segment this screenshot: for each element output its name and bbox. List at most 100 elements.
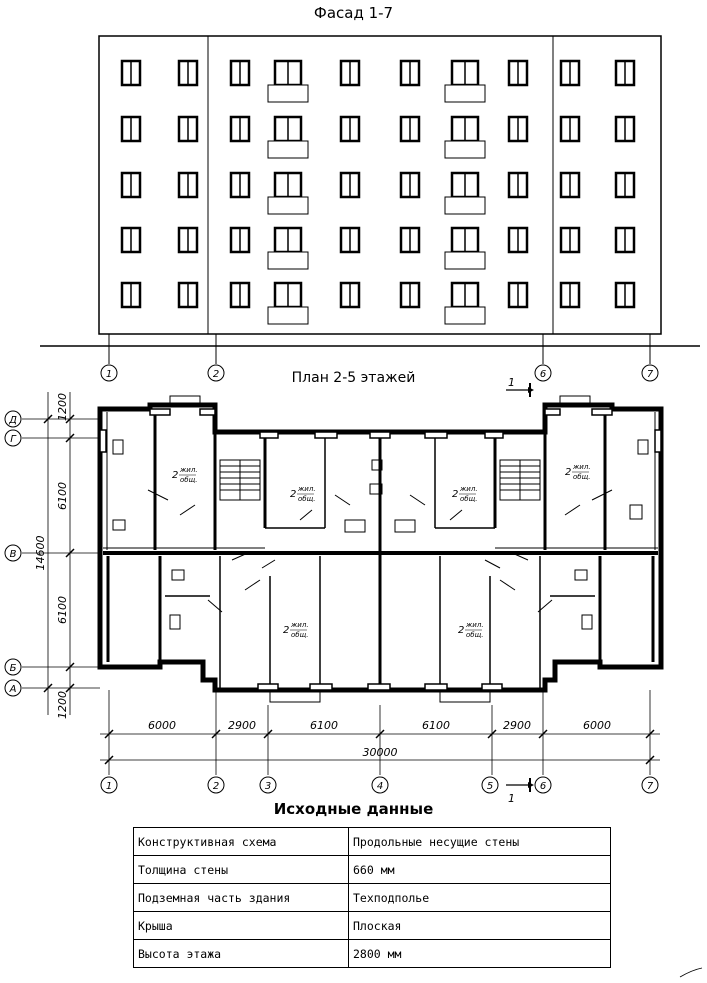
dim-label: 2900 — [228, 719, 256, 732]
axis-label: В — [10, 549, 17, 560]
axis-marker — [4, 679, 22, 697]
facade-axes — [100, 334, 659, 382]
axis-marker — [641, 776, 659, 794]
dim-label: 6100 — [56, 482, 69, 510]
axis-marker — [4, 429, 22, 447]
dim-label-total: 30000 — [363, 746, 398, 759]
stairs-right — [499, 459, 541, 501]
table-cell-value: 2800 мм — [348, 939, 611, 968]
room-label: 2 жил. общ. — [458, 621, 484, 639]
balcony — [267, 306, 309, 325]
axis-label: 7 — [647, 781, 654, 792]
dim-label: 2900 — [503, 719, 531, 732]
table-row: Толщина стены 660 мм — [133, 855, 611, 884]
table-cell-param: Высота этажа — [133, 939, 349, 968]
table-row: Высота этажа 2800 мм — [133, 939, 611, 968]
source-data-table: Конструктивная схема Продольные несущие … — [133, 827, 611, 968]
axis-marker — [207, 776, 225, 794]
svg-text:жил.: жил. — [297, 485, 316, 493]
balcony — [444, 140, 486, 159]
dim-label: 1200 — [56, 393, 69, 421]
balcony — [444, 84, 486, 103]
room-label: 2 жил. общ. — [283, 621, 309, 639]
svg-text:2: 2 — [565, 467, 571, 478]
balcony — [267, 140, 309, 159]
room-label: 2 жил. общ. — [172, 466, 198, 484]
svg-text:жил.: жил. — [459, 485, 478, 493]
plan-windows — [99, 408, 662, 691]
axis-marker — [207, 364, 225, 382]
dim-label: 6100 — [422, 719, 450, 732]
svg-text:общ.: общ. — [460, 495, 477, 503]
table-cell-param: Конструктивная схема — [133, 827, 349, 856]
svg-text:жил.: жил. — [465, 621, 484, 629]
balcony — [267, 196, 309, 215]
table-cell-value: 660 мм — [348, 855, 611, 884]
axis-label: Б — [10, 663, 17, 674]
table-cell-value: Продольные несущие стены — [348, 827, 611, 856]
axis-label: 7 — [647, 369, 654, 380]
svg-text:жил.: жил. — [179, 466, 198, 474]
table-row: Конструктивная схема Продольные несущие … — [133, 827, 611, 856]
balcony — [267, 251, 309, 270]
dim-label: 6000 — [148, 719, 176, 732]
table-cell-param: Толщина стены — [133, 855, 349, 884]
axis-label: 6 — [540, 781, 546, 792]
axis-marker — [534, 364, 552, 382]
axis-marker — [534, 776, 552, 794]
dim-label: 6100 — [310, 719, 338, 732]
svg-text:жил.: жил. — [290, 621, 309, 629]
stairs-left — [219, 459, 261, 501]
axis-label: 6 — [540, 369, 546, 380]
balcony — [267, 84, 309, 103]
axis-label: Д — [8, 415, 17, 426]
facade — [40, 35, 700, 347]
axis-marker — [100, 364, 118, 382]
balcony — [444, 196, 486, 215]
table-cell-value: Плоская — [348, 911, 611, 940]
room-labels: 2 жил. общ. 2 жил. общ. 2 жил. общ. 2 жи… — [172, 463, 591, 639]
svg-text:общ.: общ. — [466, 631, 483, 639]
svg-text:2: 2 — [172, 470, 178, 481]
data-title: Исходные данные — [273, 800, 434, 818]
section-mark-top — [506, 383, 534, 397]
facade-title: Фасад 1-7 — [313, 4, 394, 22]
axis-marker — [4, 658, 22, 676]
axis-label: 1 — [106, 781, 112, 792]
svg-text:жил.: жил. — [572, 463, 591, 471]
room-label: 2 жил. общ. — [565, 463, 591, 481]
balcony — [444, 306, 486, 325]
axis-marker — [4, 544, 22, 562]
svg-text:2: 2 — [452, 489, 458, 500]
table-cell-value: Техподполье — [348, 883, 611, 912]
svg-text:2: 2 — [458, 625, 464, 636]
svg-text:общ.: общ. — [291, 631, 308, 639]
room-label: 2 жил. общ. — [290, 485, 316, 503]
axis-label: 3 — [265, 781, 271, 792]
dim-label: 6000 — [583, 719, 611, 732]
svg-text:общ.: общ. — [180, 476, 197, 484]
section-mark-bottom — [506, 778, 534, 792]
table-row: Подземная часть здания Техподполье — [133, 883, 611, 912]
svg-text:2: 2 — [290, 489, 296, 500]
axis-marker — [371, 776, 389, 794]
pen-stroke — [679, 967, 703, 978]
table-cell-param: Крыша — [133, 911, 349, 940]
table-row: Крыша Плоская — [133, 911, 611, 940]
svg-text:общ.: общ. — [573, 473, 590, 481]
axis-label: 5 — [487, 781, 493, 792]
axis-label: 2 — [213, 781, 219, 792]
dim-label: 6100 — [56, 596, 69, 624]
plan-title: План 2-5 этажей — [291, 370, 416, 386]
axis-marker — [641, 364, 659, 382]
table-cell-param: Подземная часть здания — [133, 883, 349, 912]
facade-outline — [98, 35, 662, 335]
section-label: 1 — [508, 792, 515, 805]
axis-marker — [481, 776, 499, 794]
left-dimensions — [4, 392, 100, 715]
axis-label: 1 — [106, 369, 112, 380]
bottom-dimensions — [100, 690, 660, 794]
facade-windows — [120, 59, 636, 325]
balcony — [444, 251, 486, 270]
